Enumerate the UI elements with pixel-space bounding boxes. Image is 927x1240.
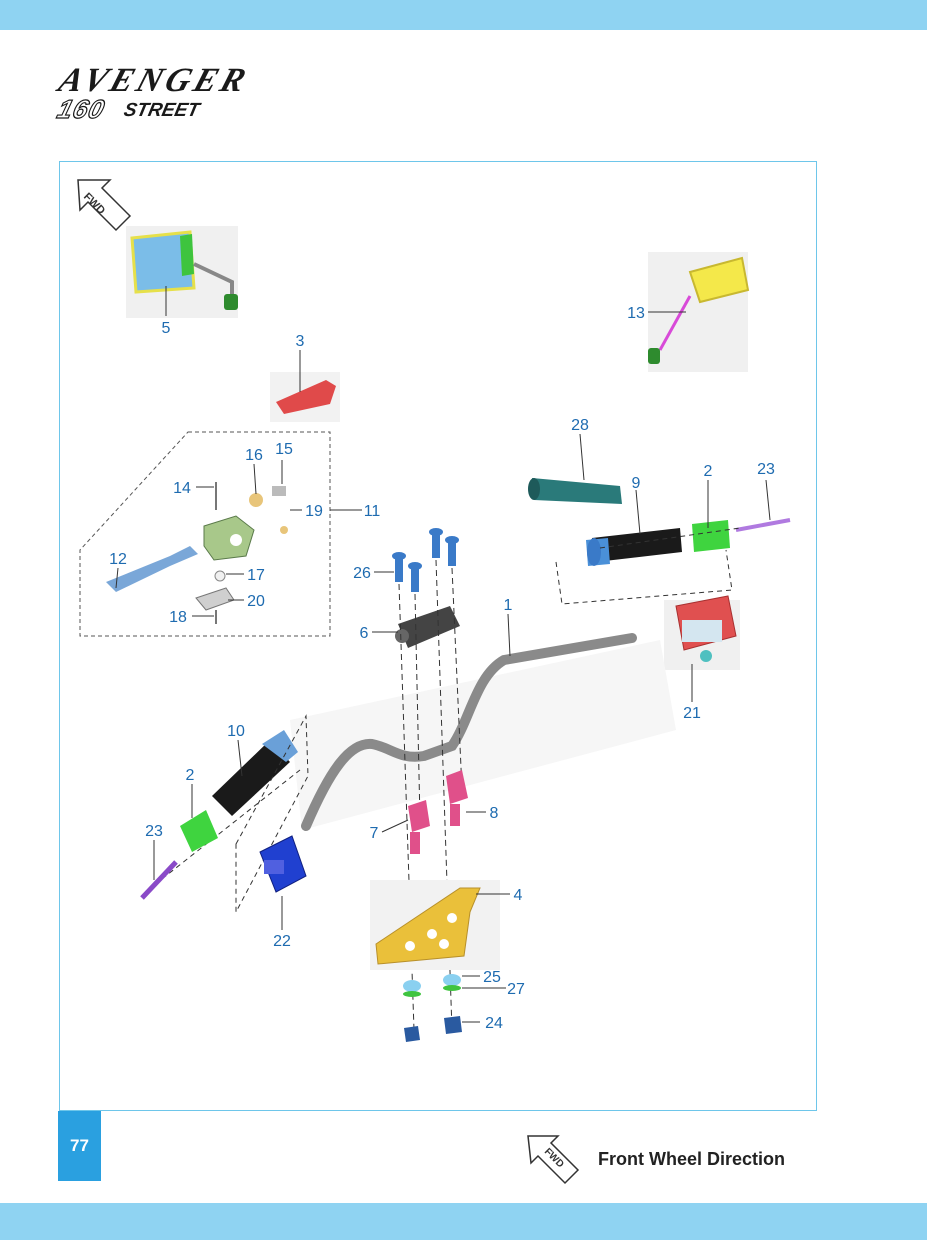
- callout-10: 10: [227, 723, 245, 740]
- part-6-handlebar-clamp: [395, 606, 460, 648]
- part-25-27-washers: [403, 974, 461, 997]
- part-1-handlebar: [290, 633, 676, 831]
- callout-24: 24: [485, 1015, 503, 1032]
- callout-26: 26: [353, 565, 371, 582]
- callout-1: 1: [504, 597, 513, 614]
- callout-28: 28: [571, 417, 589, 434]
- callout-8: 8: [490, 805, 499, 822]
- callout-18: 18: [169, 609, 187, 626]
- part-23-right-screw: [735, 518, 791, 532]
- legend-label: Front Wheel Direction: [598, 1149, 786, 1169]
- callout-22: 22: [273, 933, 291, 950]
- part-28-grip-sleeve: [528, 478, 622, 504]
- page-number: 77: [70, 1136, 89, 1155]
- callout-13: 13: [627, 305, 645, 322]
- callout-2-right: 2: [704, 463, 713, 480]
- part-2-right-weight: [692, 520, 730, 552]
- callout-4: 4: [514, 887, 523, 904]
- callout-2-left: 2: [186, 767, 195, 784]
- part-7-left-riser: [408, 800, 430, 854]
- part-8-right-riser: [446, 770, 468, 826]
- part-24-nuts: [404, 1016, 462, 1042]
- part-5-left-mirror: [126, 226, 238, 318]
- part-9-throttle-grip: [586, 528, 682, 566]
- part-2-left-weight: [180, 810, 218, 852]
- part-3-clamp-piece: [270, 372, 340, 422]
- diagram-frame: [59, 161, 817, 1111]
- callout-23-right: 23: [757, 461, 775, 478]
- part-4-top-yoke: [370, 880, 500, 970]
- callout-16: 16: [245, 447, 263, 464]
- page-number-box: 77: [58, 1111, 101, 1181]
- callout-7: 7: [370, 825, 379, 842]
- callout-5: 5: [162, 320, 171, 337]
- callout-9: 9: [632, 475, 641, 492]
- part-22-left-switch: [259, 835, 307, 893]
- part-26-clamp-bolts: [392, 528, 459, 592]
- top-band: [0, 0, 927, 30]
- part-21-right-switch: [664, 595, 740, 670]
- callout-12: 12: [109, 551, 127, 568]
- part-23-left-screw: [140, 860, 178, 900]
- callout-6: 6: [360, 625, 369, 642]
- legend-fwd-arrow-icon: FWD: [527, 1135, 580, 1185]
- callout-23-left: 23: [145, 823, 163, 840]
- callout-11: 11: [364, 503, 381, 520]
- callout-3: 3: [296, 333, 305, 350]
- part-11-lever-bracket: [106, 482, 288, 624]
- part-10-left-grip: [212, 730, 298, 816]
- callout-21: 21: [683, 705, 701, 722]
- callout-19: 19: [305, 503, 323, 520]
- callout-25: 25: [483, 969, 501, 986]
- callout-14: 14: [173, 480, 191, 497]
- callout-20: 20: [247, 593, 265, 610]
- callout-17: 17: [247, 567, 265, 584]
- callout-27: 27: [507, 981, 525, 998]
- callout-15: 15: [275, 441, 293, 458]
- fwd-arrow-icon: FWD: [77, 179, 132, 232]
- bottom-band: [0, 1203, 927, 1240]
